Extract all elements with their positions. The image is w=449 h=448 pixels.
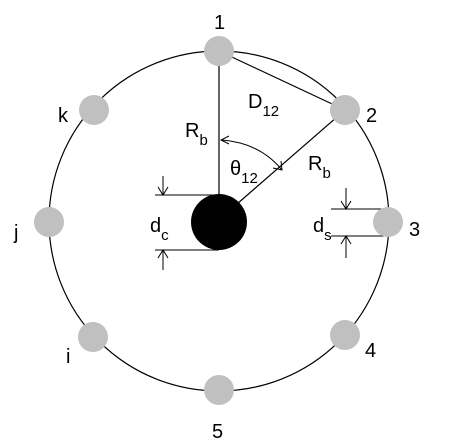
strand-1: [204, 36, 234, 66]
strand-label-i: i: [66, 346, 70, 368]
center-conductor: [191, 194, 247, 250]
ds-arrow-top-head: [340, 200, 352, 210]
label-theta12: θ12: [230, 158, 258, 187]
label-rb-left: Rb: [185, 120, 208, 149]
dc-arrow-bottom-head: [157, 249, 169, 259]
angle-arc: [221, 139, 283, 171]
strand-j: [34, 207, 64, 237]
strand-5: [204, 375, 234, 405]
angle-arrow-left: [219, 135, 230, 145]
strand-label-4: 4: [365, 340, 376, 362]
angle-arrow-right: [272, 160, 283, 171]
label-ds: ds: [313, 215, 332, 244]
dc-arrow-top-head: [157, 186, 169, 196]
strand-label-3: 3: [409, 219, 420, 241]
label-rb-right: Rb: [308, 153, 331, 182]
radius-line-2: [236, 109, 346, 205]
label-d12: D12: [248, 91, 279, 120]
strand-2: [330, 95, 360, 125]
strand-4: [330, 320, 360, 350]
strand-label-k: k: [58, 105, 69, 127]
strand-k: [79, 95, 109, 125]
ds-arrow-bottom-head: [340, 235, 352, 245]
strand-label-j: j: [13, 222, 18, 244]
strand-3: [373, 207, 403, 237]
strand-label-5: 5: [212, 421, 223, 443]
label-dc: dc: [150, 215, 169, 244]
chord-d12: [218, 50, 346, 111]
strand-label-1: 1: [214, 12, 225, 34]
strand-i: [78, 322, 108, 352]
strand-label-2: 2: [366, 105, 377, 127]
